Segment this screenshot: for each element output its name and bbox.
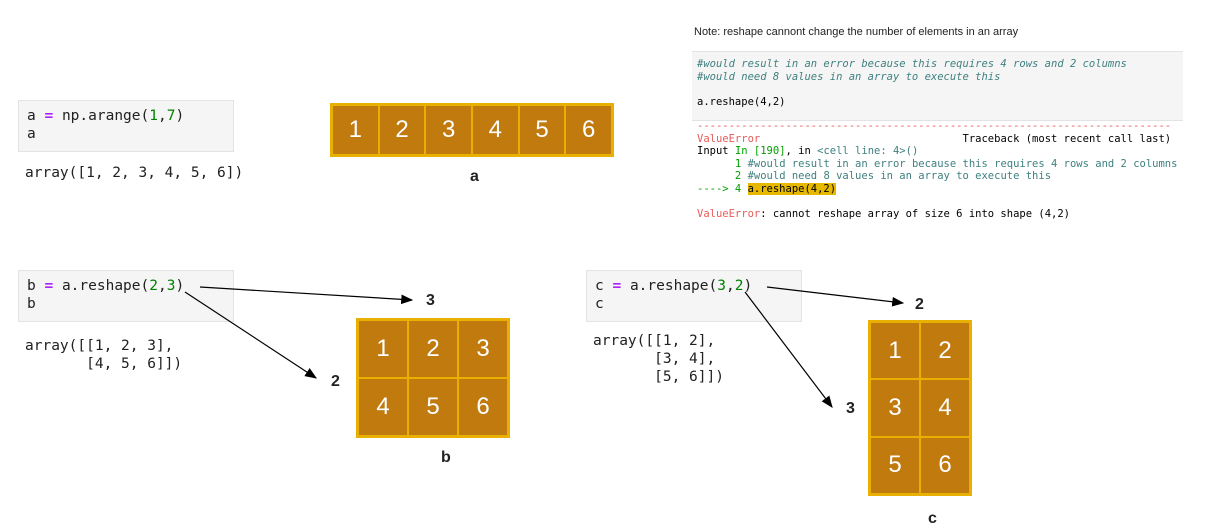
traceback-arrow: ----> 4 — [697, 182, 748, 195]
error-traceback: ----------------------------------------… — [697, 120, 1177, 220]
output-line: [4, 5, 6]]) — [25, 356, 183, 372]
array-cell: 5 — [408, 378, 458, 436]
array-cell: 2 — [408, 320, 458, 378]
array-b-rows-label: 2 — [331, 373, 340, 390]
array-cell: 1 — [870, 322, 920, 380]
array-a-caption: a — [470, 168, 479, 185]
traceback-linenum: 1 — [697, 157, 742, 170]
traceback-line: #would result in an error because this r… — [741, 157, 1178, 170]
code-paren: ) — [175, 278, 185, 294]
output-line: [5, 6]]) — [593, 369, 724, 385]
code-var: a — [27, 108, 36, 124]
array-cell: 2 — [378, 105, 426, 155]
array-cell: 6 — [458, 378, 508, 436]
note-text: Note: reshape cannont change the number … — [694, 26, 1019, 38]
array-cell: 1 — [358, 320, 408, 378]
input-mid: , in — [785, 145, 818, 157]
code-fn: a.reshape( — [629, 278, 718, 294]
array-c-diagram: 1 2 3 4 5 6 — [868, 320, 972, 496]
traceback-divider: ----------------------------------------… — [697, 120, 1172, 132]
code-comma: , — [157, 108, 167, 124]
code-line-2: b — [27, 296, 36, 312]
output-b: array([[1, 2, 3], [4, 5, 6]]) — [25, 337, 182, 373]
array-cell: 1 — [332, 105, 379, 155]
array-cell: 6 — [920, 436, 970, 494]
output-a: array([1, 2, 3, 4, 5, 6]) — [25, 165, 244, 181]
code-cell-b[interactable]: b = a.reshape(2,3) b — [18, 270, 234, 322]
arrow-c-cols — [766, 286, 905, 307]
error-name: ValueError — [697, 132, 761, 145]
code-line-2: a — [27, 126, 36, 142]
code-comma: , — [157, 278, 167, 294]
array-cell: 4 — [358, 378, 408, 436]
array-cell: 4 — [472, 105, 519, 155]
arrow-b-cols — [199, 286, 414, 305]
code-operator: = — [44, 108, 54, 124]
array-b-caption: b — [441, 449, 451, 466]
code-cell-c[interactable]: c = a.reshape(3,2) c — [586, 270, 802, 322]
code-line: a.reshape(4,2) — [697, 95, 786, 108]
code-paren: ) — [743, 278, 753, 294]
array-cell: 2 — [920, 322, 970, 380]
code-var: b — [27, 278, 36, 294]
code-comment: #would need 8 values in an array to exec… — [697, 70, 1001, 83]
array-cell: 5 — [518, 105, 566, 155]
error-cell-code: #would result in an error because this r… — [697, 58, 1127, 108]
output-line: array([[1, 2, 3], — [25, 338, 174, 354]
code-line-2: c — [595, 296, 604, 312]
output-c: array([[1, 2], [3, 4], [5, 6]]) — [593, 332, 724, 386]
array-cell: 5 — [870, 436, 920, 494]
array-a-diagram: 1 2 3 4 5 6 — [330, 103, 614, 157]
array-cell: 3 — [870, 379, 920, 437]
input-prefix: Input — [697, 145, 735, 157]
arrow-c-rows — [744, 291, 833, 408]
code-comma: , — [725, 278, 735, 294]
traceback-linenum: 2 — [697, 170, 742, 182]
code-operator: = — [612, 278, 622, 294]
error-cell-input[interactable] — [692, 51, 1183, 121]
code-number: 2 — [734, 278, 744, 294]
array-cell: 3 — [458, 320, 508, 378]
final-error-message: : cannot reshape array of size 6 into sh… — [760, 207, 1070, 220]
array-c-cols-label: 2 — [915, 296, 924, 313]
code-number: 1 — [149, 108, 158, 124]
array-b-diagram: 1 2 3 4 5 6 — [356, 318, 510, 438]
output-line: [3, 4], — [593, 351, 716, 367]
array-cell: 4 — [920, 379, 970, 437]
code-fn: np.arange( — [61, 108, 150, 124]
array-cell: 6 — [565, 105, 612, 155]
code-number: 7 — [166, 108, 176, 124]
code-number: 2 — [149, 278, 158, 294]
final-error-name: ValueError — [697, 207, 761, 220]
arrow-b-rows — [184, 291, 318, 379]
code-paren: ) — [175, 108, 185, 124]
code-fn: a.reshape( — [61, 278, 150, 294]
input-cell: <cell line: 4>() — [817, 145, 919, 157]
array-c-caption: c — [928, 510, 937, 527]
code-cell-a[interactable]: a = np.arange(1,7) a — [18, 100, 234, 152]
array-b-cols-label: 3 — [426, 292, 435, 309]
code-comment: #would result in an error because this r… — [697, 58, 1127, 70]
array-c-rows-label: 3 — [846, 400, 855, 417]
output-line: array([[1, 2], — [593, 333, 716, 349]
code-var: c — [595, 278, 604, 294]
traceback-highlight: a.reshape(4,2) — [747, 182, 837, 195]
traceback-header: Traceback (most recent call last) — [962, 132, 1172, 145]
array-cell: 3 — [425, 105, 472, 155]
traceback-line: #would need 8 values in an array to exec… — [741, 170, 1052, 182]
code-number: 3 — [717, 278, 726, 294]
code-operator: = — [44, 278, 54, 294]
code-number: 3 — [166, 278, 176, 294]
input-in: In [190] — [734, 145, 786, 157]
